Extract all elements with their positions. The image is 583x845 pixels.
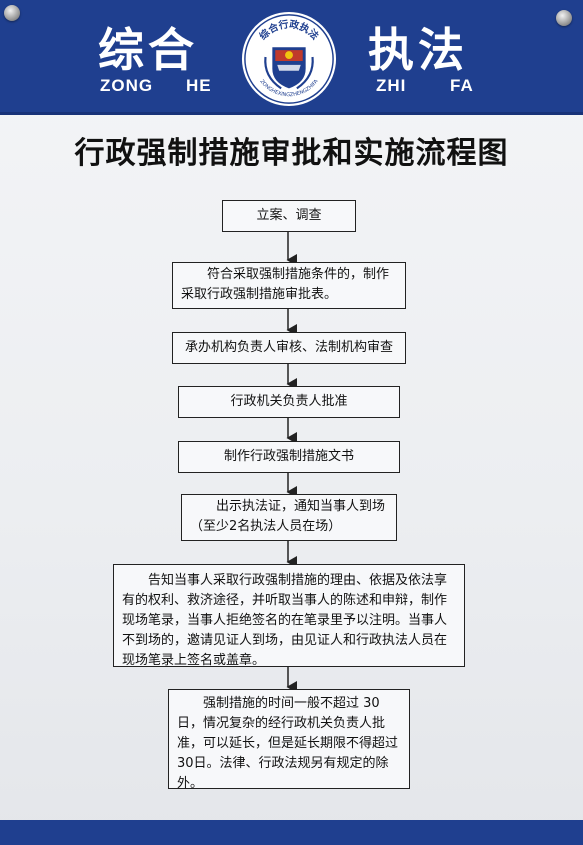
- step-box-5: 制作行政强制措施文书: [178, 441, 400, 473]
- step-text-2: 符合采取强制措施条件的，制作采取行政强制措施审批表。: [181, 267, 390, 302]
- step-text-8: 强制措施的时间一般不超过 30日，情况复杂的经行政机关负责人批准，可以延长，但是…: [177, 696, 399, 791]
- step-box-1: 立案、调查: [222, 200, 356, 232]
- screw-icon: [556, 10, 572, 26]
- banner-pinyin-zong: ZONG: [100, 76, 154, 95]
- step-text-7: 告知当事人采取行政强制措施的理由、依据及依法享有的权利、救济途径，并听取当事人的…: [122, 573, 448, 668]
- step-box-3: 承办机构负责人审核、法制机构审查: [172, 332, 406, 364]
- step-box-4: 行政机关负责人批准: [178, 386, 400, 418]
- step-text-6: 出示执法证，通知当事人到场（至少2名执法人员在场）: [190, 499, 386, 534]
- step-text-5: 制作行政强制措施文书: [223, 449, 354, 464]
- step-text-4: 行政机关负责人批准: [230, 394, 348, 409]
- step-box-8: 强制措施的时间一般不超过 30日，情况复杂的经行政机关负责人批准，可以延长，但是…: [168, 689, 410, 791]
- step-box-7: 告知当事人采取行政强制措施的理由、依据及依法享有的权利、救济途径，并听取当事人的…: [113, 564, 465, 668]
- screw-icon: [4, 5, 20, 21]
- banner-pinyin-fa: FA: [450, 76, 474, 95]
- step-text-1: 立案、调查: [256, 208, 322, 223]
- flowchart-title: 行政强制措施审批和实施流程图: [74, 136, 509, 171]
- header-banner: 综合 执法 ZONG HE ZHI FA 综合行政执法 ZONGHEXINGZH…: [0, 0, 583, 115]
- step-text-3: 承办机构负责人审核、法制机构审查: [184, 340, 393, 355]
- step-box-6: 出示执法证，通知当事人到场（至少2名执法人员在场）: [181, 494, 397, 541]
- banner-title-right: 执法: [368, 23, 468, 77]
- banner-pinyin-zhi: ZHI: [376, 76, 407, 95]
- banner-pinyin-he: HE: [186, 76, 212, 95]
- step-box-2: 符合采取强制措施条件的，制作采取行政强制措施审批表。: [172, 262, 406, 309]
- banner-title-left: 综合: [98, 23, 198, 77]
- law-enforcement-emblem-icon: 综合行政执法 ZONGHEXINGZHENGZHIFA: [241, 11, 337, 107]
- footer-band: [0, 820, 583, 845]
